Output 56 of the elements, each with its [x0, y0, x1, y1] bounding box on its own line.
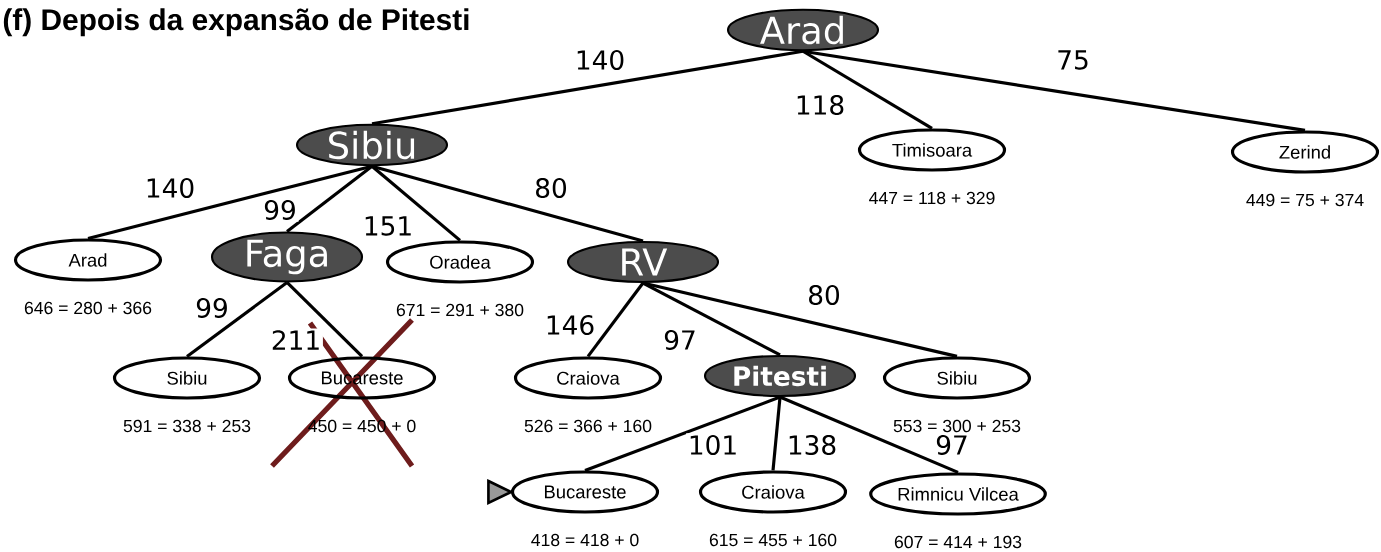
edge-label: 101	[686, 433, 740, 457]
edge-label: 80	[805, 283, 843, 307]
tree-edge	[642, 281, 958, 358]
cost-label: 447 = 118 + 329	[869, 191, 995, 205]
city-node: Timisoara	[857, 128, 1007, 172]
tree-edge	[371, 164, 644, 243]
tree-edge	[584, 395, 781, 472]
cost-label: 615 = 455 + 160	[709, 533, 837, 547]
edge-label: 146	[543, 313, 597, 337]
edge-label: 99	[193, 296, 231, 320]
cost-label: 449 = 75 + 374	[1246, 193, 1364, 207]
tree-edge	[371, 165, 462, 242]
tree-edge	[371, 49, 804, 126]
city-node: Zerind	[1230, 130, 1380, 174]
city-node: Sibiu	[882, 356, 1032, 400]
tree-edge	[87, 164, 373, 240]
expanded-node: Faga	[210, 231, 364, 283]
edge-label: 151	[361, 214, 415, 238]
cost-label: 526 = 366 + 160	[524, 419, 652, 433]
cost-label: 418 = 418 + 0	[531, 533, 639, 547]
edge-label: 140	[143, 176, 197, 200]
expanded-node: Sibiu	[295, 123, 449, 167]
cost-label: 607 = 414 + 193	[894, 535, 1022, 549]
city-node: Oradea	[385, 240, 535, 284]
edge-label: 211	[269, 328, 323, 352]
city-node: Sibiu	[112, 356, 262, 400]
city-node: Bucareste	[510, 470, 660, 514]
city-node: Rimnicu Vilcea	[869, 472, 1047, 516]
edge-label: 97	[661, 328, 699, 352]
city-node: Arad	[13, 238, 163, 282]
tree-edge	[771, 396, 782, 471]
cost-label: 646 = 280 + 366	[24, 301, 152, 315]
edge-label: 80	[532, 176, 570, 200]
tree-edge	[286, 165, 373, 233]
city-node: Craiova	[698, 470, 848, 514]
edge-label: 99	[261, 198, 299, 222]
title: (f) Depois da expansão de Pitesti	[3, 8, 469, 37]
cost-label: 591 = 338 + 253	[123, 419, 251, 433]
city-node: Craiova	[513, 356, 663, 400]
edge-label: 97	[933, 433, 971, 457]
expanded-node: RV	[566, 240, 720, 284]
edge-label: 118	[793, 93, 847, 117]
tree-edge	[285, 281, 364, 358]
expanded-node: Arad	[726, 8, 880, 52]
tree-edge	[586, 282, 645, 358]
tree-edge	[802, 49, 1306, 132]
expanded-node: Pitesti	[703, 354, 857, 398]
tree-edge	[642, 281, 781, 357]
cost-label: 553 = 300 + 253	[893, 419, 1021, 433]
edge-label: 138	[785, 433, 839, 457]
tree-edge	[802, 49, 933, 130]
edge-label: 75	[1054, 48, 1092, 72]
tree-edge	[779, 395, 959, 474]
tree-edge	[186, 281, 288, 358]
cost-label: 671 = 291 + 380	[396, 303, 524, 317]
edge-label: 140	[573, 48, 627, 72]
